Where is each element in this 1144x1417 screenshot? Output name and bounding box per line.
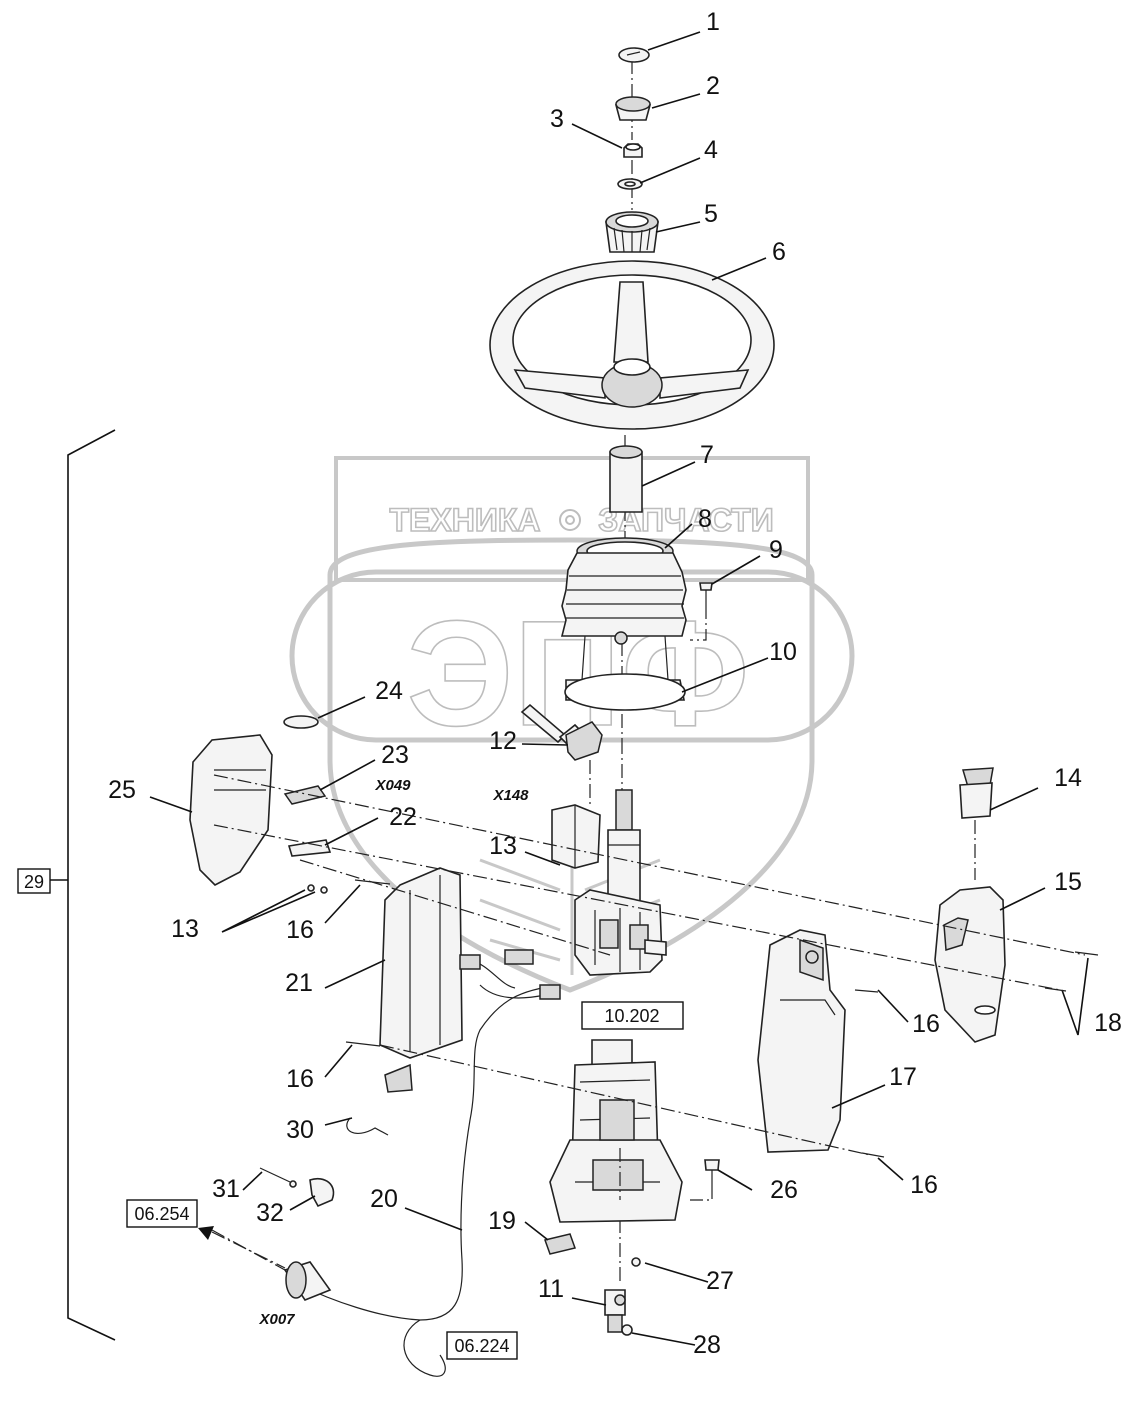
part-boot-plate [564,635,686,711]
callout-label: 5 [704,200,718,228]
part-lower-joint [604,1289,626,1333]
part-horn-cap [618,47,650,63]
group-bracket [50,429,116,1341]
callout-label: 30 [286,1116,314,1144]
callout-label: 18 [1094,1009,1122,1037]
connector-label-x049: X049 [374,777,411,794]
ref-box-column[interactable]: 10.202 [581,1001,684,1030]
callout-label: 32 [256,1199,284,1227]
ref-box-label: 29 [24,872,44,892]
callout-label: 16 [286,1065,314,1093]
leader-lines [149,31,1089,1346]
ref-box-group-29[interactable]: 29 [17,868,51,894]
callout-label: 2 [706,72,720,100]
part-screw-28 [621,1324,633,1336]
callout-label: 9 [769,536,783,564]
callout-label: 22 [389,803,417,831]
part-column-base [549,1039,683,1223]
part-bellows-boot [560,537,687,645]
callout-label: 17 [889,1063,917,1091]
part-washer [617,178,643,190]
callout-label: 14 [1054,764,1082,792]
callout-label: 13 [171,915,199,943]
part-bolt-26 [690,1159,720,1201]
part-screw-9 [690,582,713,641]
part-column-sleeve [609,445,643,513]
part-plate-24 [283,715,319,729]
callout-label: 26 [770,1176,798,1204]
part-hub-adapter [605,211,659,253]
part-left-lower-cover [379,867,463,1093]
part-screw-27 [631,1257,641,1267]
part-bracket-22 [287,839,332,857]
part-column-mechanism [574,889,667,976]
callout-label: 16 [910,1171,938,1199]
callout-label: 12 [489,727,517,755]
part-rocker-switch [959,767,994,819]
part-rivet [259,1167,297,1188]
ref-box-harness-end[interactable]: 06.254 [126,1199,198,1228]
callout-label: 20 [370,1185,398,1213]
part-block-19 [544,1233,576,1255]
callout-label: 15 [1054,868,1082,896]
callout-label: 25 [108,776,136,804]
watermark: ТЕХНИКА ЗАПЧАСТИ ЭПФ [289,456,855,993]
callout-label: 6 [772,238,786,266]
callout-label: 16 [286,916,314,944]
connector-label-x148: X148 [492,787,529,804]
callout-label: 1 [706,8,720,36]
callout-label: 4 [704,136,718,164]
part-switch-23 [283,785,327,805]
part-cable-tie [346,1117,389,1136]
part-right-lower-cover [757,929,846,1153]
callout-label: 21 [285,969,313,997]
part-center-cover [614,96,652,121]
callout-label: 24 [375,677,403,705]
part-left-upper-cover [189,734,273,886]
callout-label: 3 [550,105,564,133]
watermark-left-word: ТЕХНИКА [390,502,541,538]
callout-label: 13 [489,832,517,860]
connector-label-x007: X007 [258,1311,295,1328]
callout-label: 19 [488,1207,516,1235]
callout-label: 11 [538,1275,564,1303]
callout-label: 28 [693,1331,721,1359]
callout-label: 16 [912,1010,940,1038]
part-wiring-harness [283,949,561,1377]
callout-label: 27 [706,1267,734,1295]
callout-label: 10 [769,638,797,666]
ref-box-label: 10.202 [604,1006,659,1026]
arrow-to-06-254 [198,1226,286,1269]
part-steering-wheel [489,260,775,430]
callout-label: 31 [212,1175,240,1203]
ref-box-label: 06.224 [454,1336,509,1356]
part-clip [309,1178,335,1208]
part-shift-lever [520,703,603,761]
ref-box-label: 06.254 [134,1204,189,1224]
ref-box-harness-mid[interactable]: 06.224 [446,1331,518,1360]
callout-label: 7 [700,441,714,469]
callout-label: 23 [381,741,409,769]
fastener-screws [307,879,1099,1158]
gear-icon [559,509,581,531]
part-nut [623,143,643,158]
callout-labels: 1 2 3 4 5 6 7 8 9 10 11 12 13 13 13 14 1… [108,8,1122,1359]
part-switch [551,804,601,869]
part-right-upper-cover [934,886,1006,1043]
callout-label: 8 [698,505,712,533]
